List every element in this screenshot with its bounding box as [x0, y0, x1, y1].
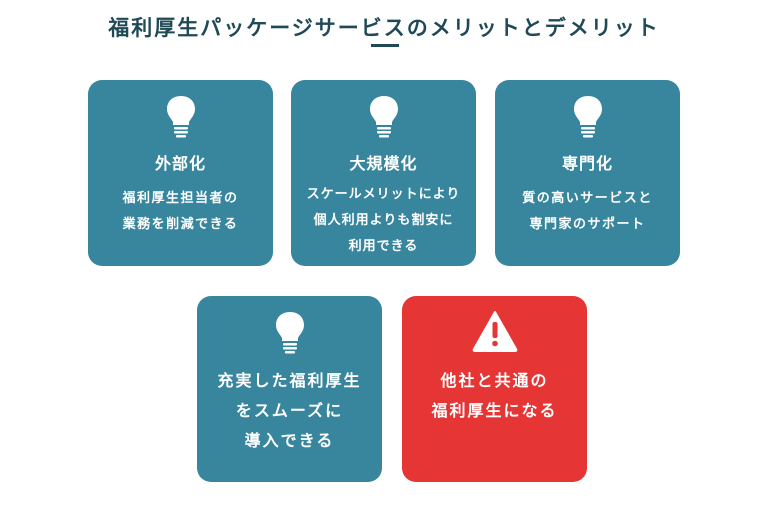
card-text-line: 個人利用よりも割安に: [313, 213, 454, 228]
card-text-line: スケールメリットにより: [306, 187, 461, 202]
card-text-line: 専門家のサポート: [529, 217, 646, 232]
lightbulb-icon: [495, 94, 680, 138]
merit-card-scale: 大規模化 スケールメリットにより 個人利用よりも割安に 利用できる: [291, 80, 476, 266]
page-title: 福利厚生パッケージサービスのメリットとデメリット: [108, 16, 660, 40]
lightbulb-icon: [291, 94, 476, 138]
warning-icon: [402, 310, 587, 352]
merit-card-smooth-introduction: 充実した福利厚生 をスムーズに 導入できる: [197, 296, 382, 482]
card-text-line: 利用できる: [348, 239, 419, 254]
card-text-line: 充実した福利厚生: [217, 371, 362, 390]
merit-card-outsourcing: 外部化 福利厚生担当者の 業務を削減できる: [88, 80, 273, 266]
card-text-line: 業務を削減できる: [122, 217, 239, 232]
card-text-line: 質の高いサービスと: [522, 191, 653, 206]
card-text-line: 導入できる: [244, 431, 335, 450]
lightbulb-icon: [88, 94, 273, 138]
card-heading: 外部化: [154, 154, 206, 173]
card-heading: 専門化: [561, 154, 613, 173]
merit-card-specialization: 専門化 質の高いサービスと 専門家のサポート: [495, 80, 680, 266]
lightbulb-icon: [197, 310, 382, 354]
card-text-line: 福利厚生担当者の: [122, 191, 239, 206]
card-heading: 大規模化: [349, 154, 418, 173]
card-text-line: をスムーズに: [235, 401, 344, 420]
demerit-card-common-benefits: 他社と共通の 福利厚生になる: [402, 296, 587, 482]
card-text-line: 他社と共通の: [440, 371, 549, 390]
card-text-line: 福利厚生になる: [431, 401, 558, 420]
title-underline: [371, 44, 399, 47]
